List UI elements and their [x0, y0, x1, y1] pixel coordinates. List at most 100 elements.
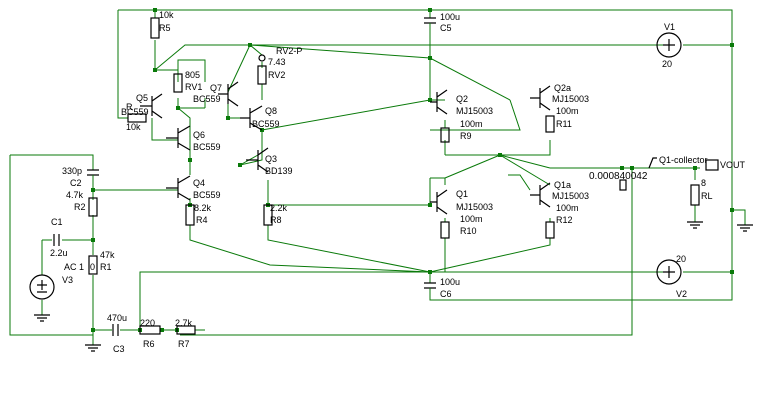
v2-value: 20 — [676, 254, 686, 264]
q4-ref: Q4 — [193, 178, 205, 188]
resistor-symbols — [88, 17, 700, 335]
r11-ref: R11 — [556, 119, 572, 129]
r6-ref: R6 — [143, 339, 155, 349]
r5-ref: R5 — [159, 23, 171, 33]
r9-ref: R9 — [460, 131, 472, 141]
transistor-q2 — [430, 89, 448, 115]
r2-ref: R2 — [74, 202, 86, 212]
resistor-q5-10k — [127, 113, 147, 123]
c1-ref: C1 — [51, 217, 63, 227]
resistor-r4 — [185, 204, 195, 226]
q6-type: BC559 — [193, 142, 221, 152]
q2a-type: MJ15003 — [552, 94, 589, 104]
source-v3 — [29, 274, 55, 300]
q3-type: BD139 — [265, 166, 293, 176]
resistor-r6 — [139, 325, 161, 335]
c1-value: 2.2u — [50, 248, 68, 258]
transistor-q1a — [530, 182, 551, 208]
vout-label: VOUT — [720, 160, 746, 170]
c6-ref: C6 — [440, 289, 452, 299]
ground-rl — [687, 221, 703, 229]
v1-ref: V1 — [664, 22, 675, 32]
q8-type: BC559 — [252, 119, 280, 129]
rv2-probe-label: RV2-P — [276, 46, 302, 56]
c5-value: 100u — [440, 12, 460, 22]
v3-ref: V3 — [62, 275, 73, 285]
transistor-q3 — [246, 147, 269, 173]
q5-ref: Q5 — [136, 93, 148, 103]
r7-value: 2.7k — [175, 318, 193, 328]
c2-value: 330p — [62, 166, 82, 176]
ground-main — [737, 224, 753, 232]
ground-v3 — [34, 310, 50, 322]
r9-value: 100m — [460, 119, 483, 129]
transistor-q4 — [166, 175, 191, 201]
resistor-rv2 — [257, 65, 267, 85]
r10-ref: R10 — [460, 226, 477, 236]
r4-value: 8.2k — [194, 203, 212, 213]
rv1-value: 805 — [185, 70, 200, 80]
q5-resistor-ref: R — [126, 102, 133, 112]
r11-value: 100m — [556, 106, 579, 116]
c5-ref: C5 — [440, 23, 452, 33]
source-v1 — [656, 32, 682, 58]
q1a-type: MJ15003 — [552, 191, 589, 201]
transistor-q5 — [140, 93, 163, 119]
r6-value: 220 — [140, 318, 155, 328]
r1-value: 47k — [100, 250, 115, 260]
labels: 10k R5 805 RV1 RV2-P 7.43 RV2 Q5 R BC559… — [50, 10, 746, 354]
q1-type: MJ15003 — [456, 202, 493, 212]
q8-ref: Q8 — [265, 106, 277, 116]
transistor-q6 — [166, 125, 191, 151]
resistor-r7 — [176, 325, 196, 335]
q1-collector-label: Q1-collector — [659, 155, 708, 165]
r2-value: 4.7k — [66, 190, 84, 200]
vout-probe-box — [705, 159, 719, 171]
r12-ref: R12 — [556, 215, 573, 225]
q5-resistor-value: 10k — [126, 122, 141, 132]
q3-ref: Q3 — [265, 154, 277, 164]
c3-value: 470u — [107, 313, 127, 323]
source-v2 — [656, 259, 682, 285]
capacitor-c5 — [424, 17, 436, 30]
rl-ref: RL — [701, 191, 713, 201]
resistor-r11 — [545, 115, 555, 133]
transistor-symbols — [140, 81, 551, 215]
q6-ref: Q6 — [193, 130, 205, 140]
v3-value: AC 1 — [64, 262, 84, 272]
r10-value: 100m — [460, 214, 483, 224]
capacitor-symbols — [53, 17, 436, 336]
resistor-r10 — [440, 221, 450, 239]
q2a-ref: Q2a — [554, 83, 571, 93]
r4-ref: R4 — [196, 215, 208, 225]
capacitor-c6 — [424, 282, 436, 293]
r1-ref: R1 — [100, 262, 112, 272]
c3-ref: C3 — [113, 344, 125, 354]
c2-ref: C2 — [70, 178, 82, 188]
readout-probe-box — [619, 179, 627, 191]
rl-value: 8 — [701, 178, 706, 188]
rv1-ref: RV1 — [185, 82, 202, 92]
rv2-ref: RV2 — [268, 70, 285, 80]
resistor-r5 — [150, 17, 160, 39]
resistor-rl — [690, 184, 700, 206]
resistor-rv1 — [173, 73, 183, 93]
resistor-r12 — [545, 221, 555, 239]
rv2-probe-marker — [258, 54, 266, 62]
capacitor-c1 — [53, 234, 60, 246]
q2-ref: Q2 — [456, 94, 468, 104]
q1-ref: Q1 — [456, 189, 468, 199]
ground-c3 — [85, 344, 101, 352]
probe-symbols — [258, 54, 719, 191]
r12-value: 100m — [556, 203, 579, 213]
transistor-q8 — [240, 105, 263, 131]
voltage-sources — [29, 32, 682, 300]
r7-ref: R7 — [178, 339, 190, 349]
q5-type: BC559 — [121, 107, 149, 117]
q7-ref: Q7 — [210, 83, 222, 93]
transistor-q2a — [530, 85, 551, 111]
v1-value: 20 — [662, 59, 672, 69]
r8-value: 2.2k — [270, 203, 288, 213]
resistor-r9 — [440, 127, 450, 143]
